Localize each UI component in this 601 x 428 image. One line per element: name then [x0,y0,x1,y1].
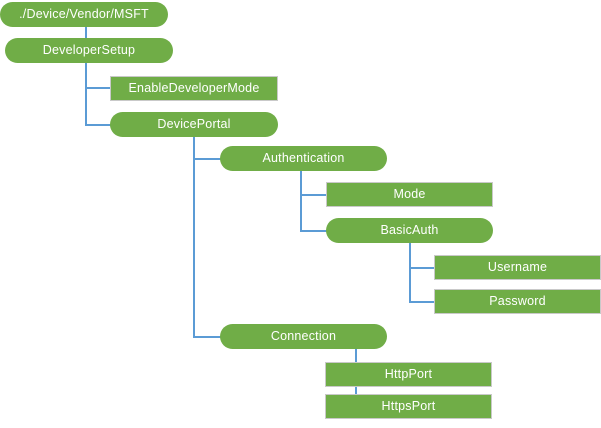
connector-devsetup-to-portal [85,124,112,126]
node-authentication[interactable]: Authentication [220,146,387,171]
node-basicauth[interactable]: BasicAuth [326,218,493,243]
connector-devsetup-to-enabledev [85,87,112,89]
node-enabledevmode[interactable]: EnableDeveloperMode [110,76,278,101]
connector-portal-to-auth [193,158,222,160]
node-username[interactable]: Username [434,255,601,280]
connector-auth-to-basicauth [300,230,328,232]
connector-basicauth-trunk [409,242,411,302]
node-devsetup[interactable]: DeveloperSetup [5,38,173,63]
connector-portal-trunk [193,136,195,338]
connector-auth-to-mode [300,194,328,196]
node-password[interactable]: Password [434,289,601,314]
connector-portal-to-connection [193,336,222,338]
node-mode[interactable]: Mode [326,182,493,207]
node-root[interactable]: ./Device/Vendor/MSFT [0,2,168,27]
connector-basicauth-to-username [409,267,436,269]
connector-devsetup-trunk [85,62,87,126]
node-deviceportal[interactable]: DevicePortal [110,112,278,137]
node-connection[interactable]: Connection [220,324,387,349]
connector-basicauth-to-password [409,301,436,303]
connector-root-to-devsetup [85,26,87,40]
node-httpsport[interactable]: HttpsPort [325,394,492,419]
connector-auth-trunk [300,170,302,232]
node-httpport[interactable]: HttpPort [325,362,492,387]
